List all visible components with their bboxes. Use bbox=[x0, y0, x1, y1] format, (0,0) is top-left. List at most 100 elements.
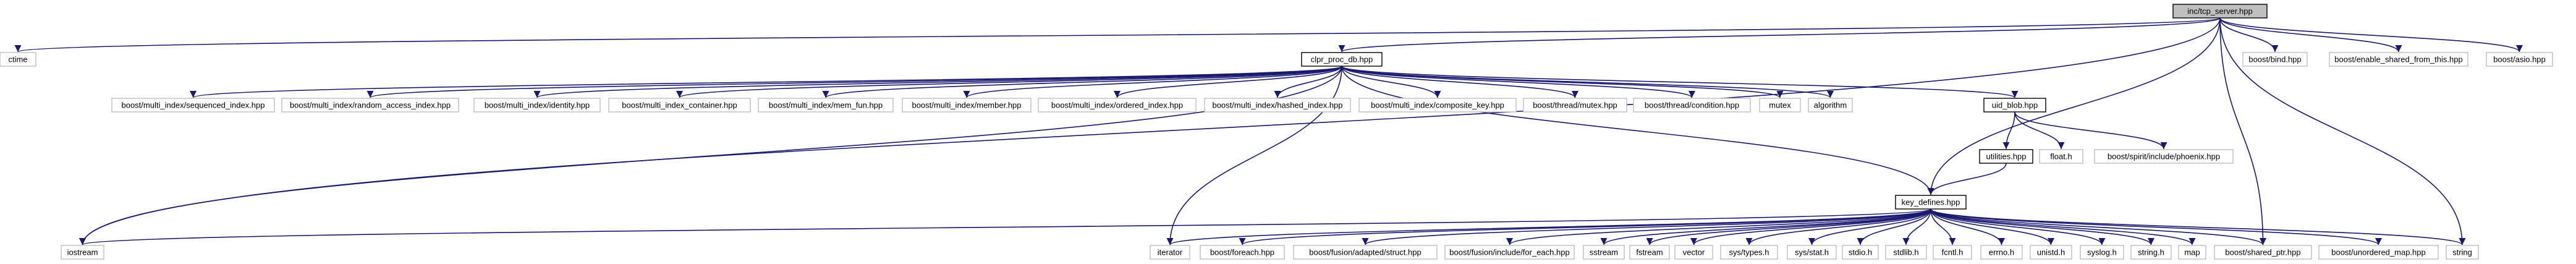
node-box bbox=[473, 98, 601, 113]
node-box bbox=[2130, 245, 2172, 260]
edge-key_defines-to-stdio bbox=[1857, 208, 1931, 245]
node-shared_ptr: boost/shared_ptr.hpp bbox=[2214, 245, 2312, 260]
node-boost_bind: boost/bind.hpp bbox=[2242, 52, 2308, 67]
node-box bbox=[1301, 52, 1383, 67]
node-label: boost/thread/mutex.hpp bbox=[1533, 101, 1617, 110]
node-box bbox=[1808, 98, 1853, 113]
node-box bbox=[1759, 98, 1801, 113]
node-box bbox=[0, 52, 36, 67]
node-box bbox=[1885, 245, 1927, 260]
edge-key_defines-to-iostream bbox=[80, 208, 1931, 245]
node-syslog: syslog.h bbox=[2080, 245, 2124, 260]
node-utilities[interactable]: utilities.hpp bbox=[1979, 149, 2033, 164]
edge-key_defines-to-fcntl bbox=[1930, 208, 1956, 245]
node-label: boost/multi_index/mem_fun.hpp bbox=[769, 101, 883, 110]
node-mutex: mutex bbox=[1759, 98, 1801, 113]
node-box bbox=[61, 245, 104, 260]
node-box bbox=[1674, 245, 1713, 260]
node-box bbox=[1787, 245, 1837, 260]
node-box bbox=[1842, 245, 1879, 260]
node-adapted: boost/fusion/adapted/struct.hpp bbox=[1293, 245, 1438, 260]
node-label: ctime bbox=[8, 55, 27, 64]
node-label: boost/enable_shared_from_this.hpp bbox=[2334, 55, 2462, 64]
node-mi_ra: boost/multi_index/random_access_index.hp… bbox=[281, 98, 459, 113]
node-box bbox=[1583, 245, 1625, 260]
node-box bbox=[2039, 149, 2083, 164]
edge-clpr_proc_db-to-mi_memfun bbox=[822, 66, 1342, 98]
node-label: boost/multi_index/random_access_index.hp… bbox=[290, 101, 451, 110]
edges-layer bbox=[15, 17, 2523, 245]
node-box bbox=[608, 98, 751, 113]
node-label: iterator bbox=[1158, 248, 1183, 257]
edge-clpr_proc_db-to-mi_id bbox=[533, 66, 1342, 98]
edge-uid_blob-to-phoenix bbox=[2014, 111, 2167, 150]
node-uid_blob[interactable]: uid_blob.hpp bbox=[1983, 98, 2046, 113]
node-label: boost/fusion/include/for_each.hpp bbox=[1449, 248, 1569, 257]
node-algorithm: algorithm bbox=[1808, 98, 1853, 113]
edge-key_defines-to-sys_types bbox=[1745, 208, 1931, 245]
node-label: errno.h bbox=[1989, 248, 2014, 257]
node-label: boost/multi_index/member.hpp bbox=[912, 101, 1021, 110]
node-label: boost/foreach.hpp bbox=[1210, 248, 1274, 257]
edge-key_defines-to-fstream bbox=[1646, 208, 1931, 245]
edge-clpr_proc_db-to-mi_comp bbox=[1341, 66, 1441, 98]
edge-uid_blob-to-float_h bbox=[2014, 111, 2065, 150]
node-float_h: float.h bbox=[2039, 149, 2083, 164]
node-label: boost/multi_index/ordered_index.hpp bbox=[1051, 101, 1183, 110]
node-label: algorithm bbox=[1814, 101, 1847, 110]
node-box bbox=[2486, 52, 2553, 67]
node-box bbox=[111, 98, 275, 113]
node-tcp_server[interactable]: inc/tcp_server.hpp bbox=[2172, 4, 2268, 19]
node-label: float.h bbox=[2050, 152, 2072, 161]
edge-clpr_proc_db-to-mi_ord bbox=[1114, 66, 1342, 98]
edge-clpr_proc_db-to-th_mutex bbox=[1341, 66, 1578, 98]
node-box bbox=[1200, 245, 1285, 260]
node-string: string bbox=[2446, 245, 2479, 260]
edge-key_defines-to-unordered_map bbox=[1930, 208, 2382, 245]
node-label: stdio.h bbox=[1849, 248, 1872, 257]
node-label: boost/shared_ptr.hpp bbox=[2225, 248, 2300, 257]
edge-uid_blob-to-utilities bbox=[2002, 111, 2015, 150]
node-box bbox=[2329, 52, 2468, 67]
edge-tcp_server-to-shared_ptr bbox=[2219, 17, 2267, 245]
node-box bbox=[1983, 98, 2046, 113]
edge-key_defines-to-unistd bbox=[1930, 208, 2055, 245]
node-ctime: ctime bbox=[0, 52, 36, 67]
edge-tcp_server-to-ctime bbox=[15, 17, 2221, 53]
node-label: boost/asio.hpp bbox=[2493, 55, 2546, 64]
node-mi_comp: boost/multi_index/composite_key.hpp bbox=[1358, 98, 1517, 113]
node-box bbox=[2030, 245, 2072, 260]
node-box bbox=[1358, 98, 1517, 113]
node-label: boost/multi_index_container.hpp bbox=[622, 101, 737, 110]
node-label: boost/multi_index/hashed_index.hpp bbox=[1212, 101, 1342, 110]
node-label: boost/multi_index/identity.hpp bbox=[485, 101, 590, 110]
node-box bbox=[1980, 245, 2023, 260]
node-mi_hash: boost/multi_index/hashed_index.hpp bbox=[1204, 98, 1351, 113]
node-unistd: unistd.h bbox=[2030, 245, 2072, 260]
edge-key_defines-to-sys_stat bbox=[1808, 208, 1931, 245]
node-label: stdlib.h bbox=[1893, 248, 1918, 257]
node-fstream: fstream bbox=[1629, 245, 1670, 260]
edge-key_defines-to-stdlib bbox=[1902, 208, 1931, 245]
node-mi_member: boost/multi_index/member.hpp bbox=[902, 98, 1032, 113]
node-label: boost/multi_index/sequenced_index.hpp bbox=[121, 101, 265, 110]
node-label: boost/thread/condition.hpp bbox=[1645, 101, 1739, 110]
node-box bbox=[1038, 98, 1197, 113]
edge-tcp_server-to-iostream bbox=[79, 17, 2221, 245]
edge-key_defines-to-for_each bbox=[1506, 208, 1931, 245]
node-key_defines[interactable]: key_defines.hpp bbox=[1895, 195, 1967, 210]
node-label: sys/types.h bbox=[1729, 248, 1769, 257]
node-label: clpr_proc_db.hpp bbox=[1311, 55, 1373, 64]
node-box bbox=[758, 98, 894, 113]
node-label: mutex bbox=[1769, 101, 1791, 110]
node-label: unistd.h bbox=[2037, 248, 2065, 257]
node-foreach: boost/foreach.hpp bbox=[1200, 245, 1285, 260]
node-clpr_proc_db[interactable]: clpr_proc_db.hpp bbox=[1301, 52, 1383, 67]
edge-key_defines-to-vector bbox=[1690, 208, 1931, 245]
node-box bbox=[2318, 245, 2439, 260]
edge-clpr_proc_db-to-mutex bbox=[1341, 66, 1784, 98]
node-unordered_map: boost/unordered_map.hpp bbox=[2318, 245, 2439, 260]
node-stdio: stdio.h bbox=[1842, 245, 1879, 260]
